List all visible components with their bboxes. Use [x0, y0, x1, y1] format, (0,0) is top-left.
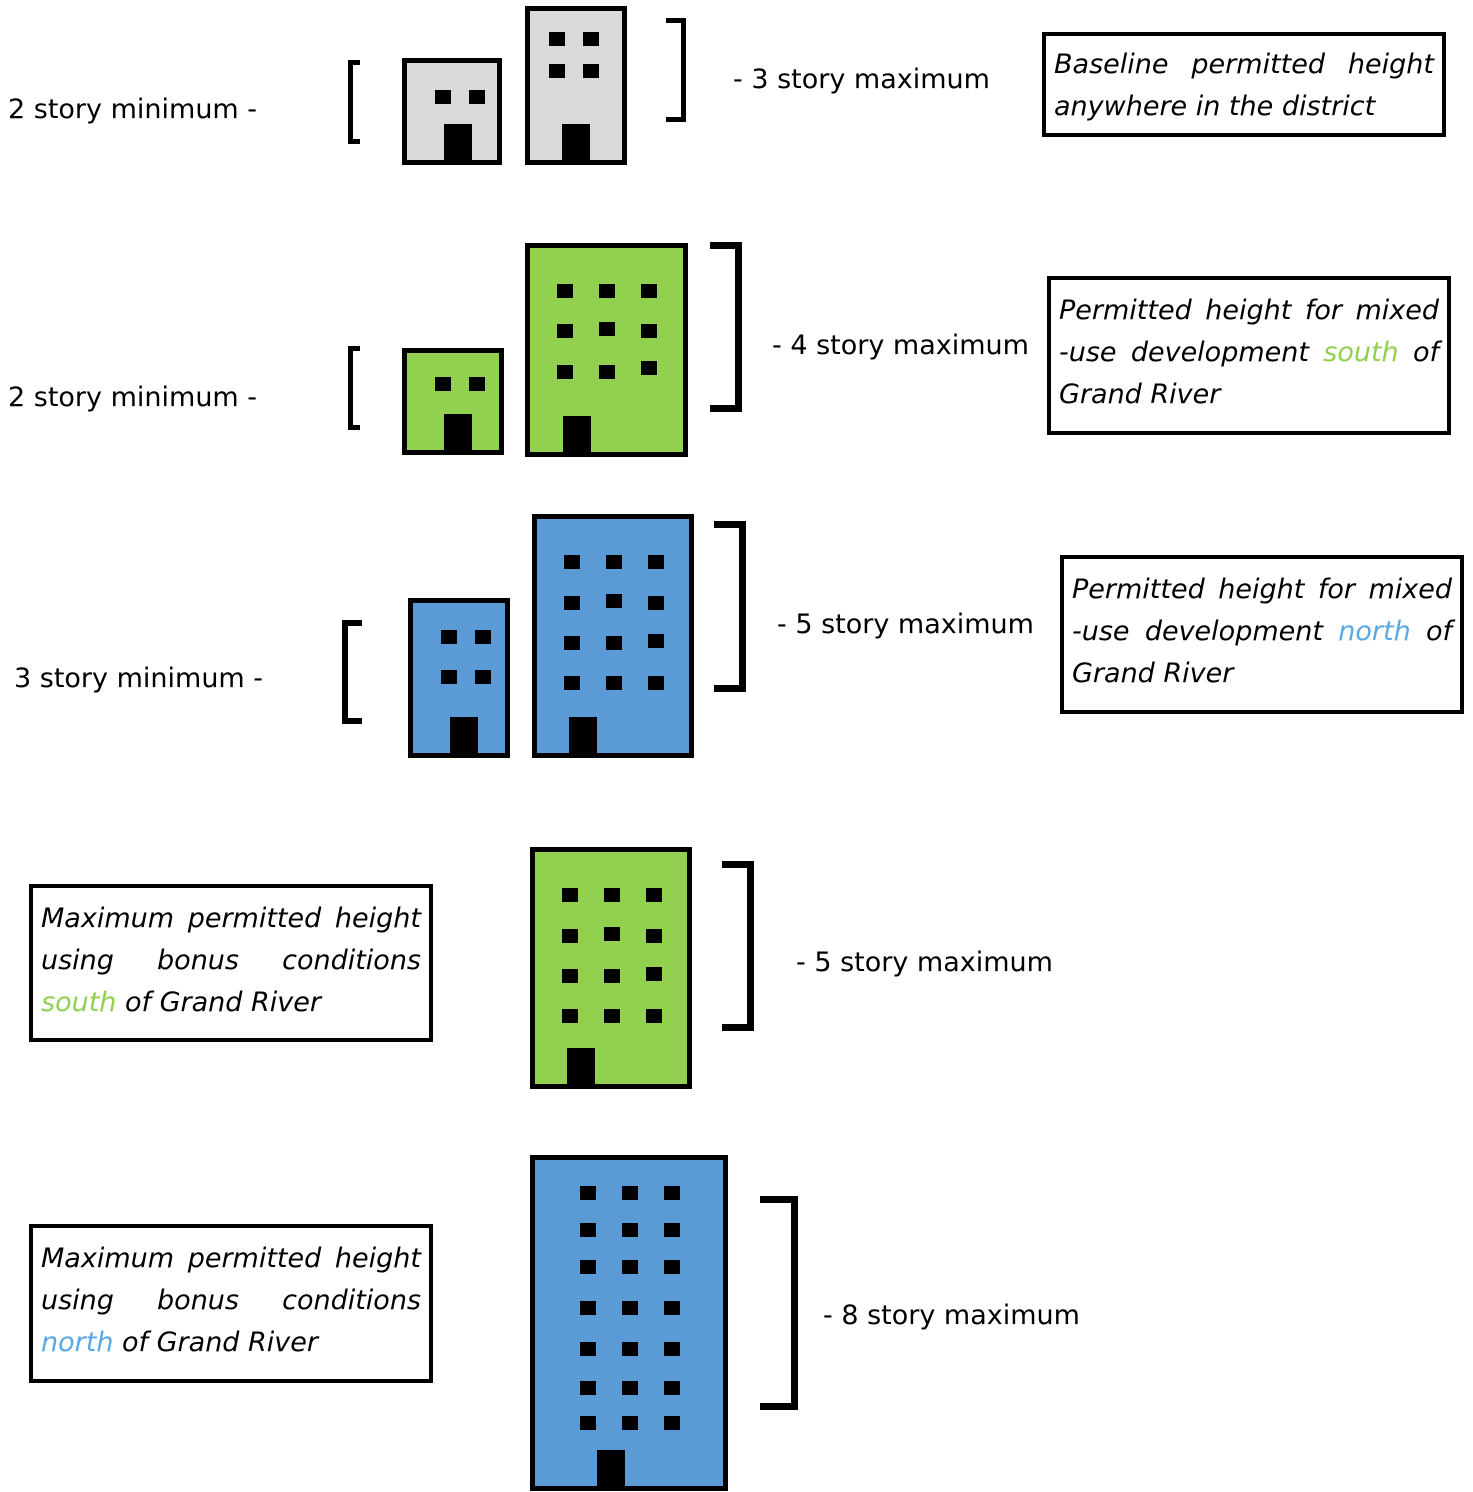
row2-min-bracket — [348, 346, 360, 430]
row4-max-bracket — [722, 861, 754, 1031]
row3-tall-building — [532, 514, 694, 758]
south-word: south — [41, 987, 117, 1018]
row3-small-building — [408, 598, 510, 758]
row2-tall-building — [525, 243, 688, 457]
row2-min-label: 2 story minimum - — [8, 382, 258, 413]
row1-small-building — [402, 58, 502, 165]
row5-note-box: Maximum permitted height using bonus con… — [29, 1224, 433, 1383]
row1-max-bracket — [666, 18, 686, 122]
row4-note-box: Maximum permitted height using bonus con… — [29, 884, 433, 1042]
row5-building — [530, 1155, 728, 1491]
north-word: north — [1338, 616, 1411, 647]
row2-note-box: Permitted height for mixed -use developm… — [1047, 276, 1451, 435]
row2-small-building — [402, 348, 504, 455]
row3-min-bracket — [342, 620, 362, 724]
north-word: north — [41, 1327, 114, 1358]
row5-max-bracket — [760, 1196, 798, 1410]
row1-min-label: 2 story minimum - — [8, 94, 258, 125]
row4-building — [530, 847, 692, 1089]
row2-max-bracket — [710, 242, 742, 412]
row3-max-label: - 5 story maximum — [777, 609, 1034, 640]
south-word: south — [1323, 337, 1399, 368]
row5-max-label: - 8 story maximum — [823, 1300, 1080, 1331]
row1-max-label: - 3 story maximum — [733, 64, 990, 95]
row3-max-bracket — [714, 521, 746, 692]
row3-note-box: Permitted height for mixed -use developm… — [1060, 555, 1464, 714]
row2-max-label: - 4 story maximum — [772, 330, 1029, 361]
row1-min-bracket — [348, 60, 360, 144]
row1-note-box: Baseline permitted height anywhere in th… — [1042, 32, 1446, 137]
row3-min-label: 3 story minimum - — [14, 663, 264, 694]
row1-tall-building — [525, 6, 627, 165]
row4-max-label: - 5 story maximum — [796, 947, 1053, 978]
